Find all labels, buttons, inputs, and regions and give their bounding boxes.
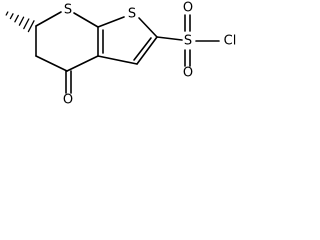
bond-c5-c4 <box>35 55 68 72</box>
bond-c6-s1 <box>35 11 62 27</box>
atom-o-sulfonyl-bottom: O <box>183 66 193 81</box>
bond-s-thiophene-c2 <box>138 17 158 38</box>
bond-c3-c3a <box>97 55 138 65</box>
atom-s-thiopyran: S <box>64 3 72 18</box>
atom-o-sulfonyl-top: O <box>183 1 193 16</box>
atom-cl: Cl <box>224 34 237 49</box>
atom-s-sulfonyl: S <box>184 34 192 49</box>
bond-c4-c3a <box>66 55 99 72</box>
bond-c2-s-sulfonyl <box>156 36 183 41</box>
bond-c7a-s-thiophene <box>97 16 125 28</box>
bond-s1-c7a <box>73 12 99 28</box>
methyl-hashed-wedge <box>5 11 35 33</box>
atom-s-thiophene: S <box>128 7 136 22</box>
bond-c2-c3-second <box>133 37 152 61</box>
structure-diagram: S S S O O Cl O <box>5 1 237 108</box>
bond-c2-c3 <box>136 36 158 65</box>
atom-o-ketone: O <box>63 93 73 108</box>
